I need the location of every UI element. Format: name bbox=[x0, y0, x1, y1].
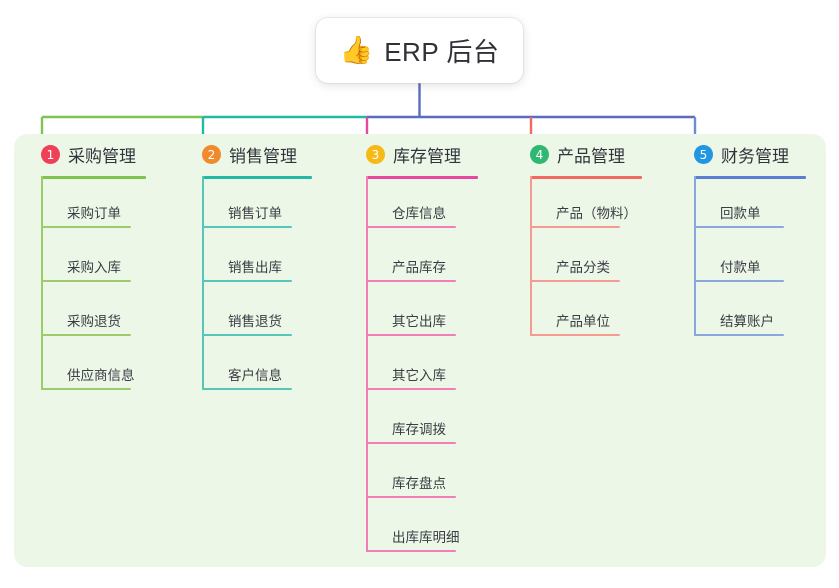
leaf-item[interactable]: 客户信息 bbox=[202, 358, 332, 390]
leaf-item[interactable]: 销售订单 bbox=[202, 196, 332, 228]
leaf-item[interactable]: 库存调拨 bbox=[366, 412, 496, 444]
branch-title-1: 采购管理 bbox=[68, 147, 136, 166]
leaf-item[interactable]: 销售退货 bbox=[202, 304, 332, 336]
leaf-underline bbox=[530, 334, 620, 336]
branch-trunk-5 bbox=[694, 176, 696, 336]
leaf-underline bbox=[694, 226, 784, 228]
branch-title-2: 销售管理 bbox=[229, 147, 297, 166]
branch-title-4: 产品管理 bbox=[557, 147, 625, 166]
branches-panel: 1 采购管理采购订单采购入库采购退货供应商信息 2 销售管理销售订单销售出库销售退货客… bbox=[14, 134, 826, 567]
leaf-label: 仓库信息 bbox=[392, 206, 446, 221]
branch-underline-4 bbox=[530, 176, 642, 179]
leaf-item[interactable]: 产品库存 bbox=[366, 250, 496, 282]
root-title: ERP 后台 bbox=[384, 37, 500, 67]
leaf-underline bbox=[366, 226, 456, 228]
leaf-underline bbox=[366, 550, 456, 552]
leaf-item[interactable]: 付款单 bbox=[694, 250, 824, 282]
leaf-label: 采购入库 bbox=[67, 260, 121, 275]
leaf-item[interactable]: 其它入库 bbox=[366, 358, 496, 390]
leaf-label: 库存盘点 bbox=[392, 476, 446, 491]
leaf-label: 客户信息 bbox=[228, 368, 282, 383]
leaf-item[interactable]: 产品分类 bbox=[530, 250, 660, 282]
leaf-label: 其它出库 bbox=[392, 314, 446, 329]
leaf-item[interactable]: 产品（物料） bbox=[530, 196, 660, 228]
leaf-label: 产品（物料） bbox=[556, 206, 637, 221]
leaf-item[interactable]: 产品单位 bbox=[530, 304, 660, 336]
leaf-underline bbox=[366, 442, 456, 444]
leaf-label: 产品分类 bbox=[556, 260, 610, 275]
leaf-underline bbox=[41, 334, 131, 336]
branch-title-5: 财务管理 bbox=[721, 147, 789, 166]
leaf-label: 销售出库 bbox=[228, 260, 282, 275]
leaf-underline bbox=[41, 226, 131, 228]
branch-badge-5: 5 bbox=[694, 145, 713, 164]
branch-header-4[interactable]: 4 产品管理 bbox=[530, 142, 625, 167]
branch-header-3[interactable]: 3 库存管理 bbox=[366, 142, 461, 167]
branch-header-5[interactable]: 5 财务管理 bbox=[694, 142, 789, 167]
leaf-item[interactable]: 供应商信息 bbox=[41, 358, 171, 390]
leaf-item[interactable]: 出库库明细 bbox=[366, 520, 496, 552]
leaf-underline bbox=[202, 280, 292, 282]
leaf-underline bbox=[366, 496, 456, 498]
branch-badge-2: 2 bbox=[202, 145, 221, 164]
leaf-underline bbox=[694, 334, 784, 336]
leaf-underline bbox=[530, 280, 620, 282]
leaf-label: 库存调拨 bbox=[392, 422, 446, 437]
branch-header-1[interactable]: 1 采购管理 bbox=[41, 142, 136, 167]
branch-header-2[interactable]: 2 销售管理 bbox=[202, 142, 297, 167]
leaf-underline bbox=[366, 334, 456, 336]
leaf-label: 付款单 bbox=[720, 260, 761, 275]
leaf-underline bbox=[41, 388, 131, 390]
leaf-item[interactable]: 回款单 bbox=[694, 196, 824, 228]
leaf-label: 供应商信息 bbox=[67, 368, 135, 383]
leaf-label: 销售退货 bbox=[228, 314, 282, 329]
branch-trunk-4 bbox=[530, 176, 532, 336]
leaf-label: 产品库存 bbox=[392, 260, 446, 275]
leaf-label: 采购退货 bbox=[67, 314, 121, 329]
leaf-label: 产品单位 bbox=[556, 314, 610, 329]
leaf-item[interactable]: 库存盘点 bbox=[366, 466, 496, 498]
leaf-underline bbox=[530, 226, 620, 228]
leaf-item[interactable]: 采购入库 bbox=[41, 250, 171, 282]
leaf-item[interactable]: 采购订单 bbox=[41, 196, 171, 228]
leaf-label: 回款单 bbox=[720, 206, 761, 221]
branch-trunk-2 bbox=[202, 176, 204, 390]
branch-trunk-3 bbox=[366, 176, 368, 552]
leaf-label: 销售订单 bbox=[228, 206, 282, 221]
leaf-item[interactable]: 仓库信息 bbox=[366, 196, 496, 228]
leaf-label: 其它入库 bbox=[392, 368, 446, 383]
leaf-underline bbox=[202, 388, 292, 390]
thumbs-up-icon: 👍 bbox=[339, 35, 374, 65]
branch-badge-3: 3 bbox=[366, 145, 385, 164]
branch-underline-2 bbox=[202, 176, 312, 179]
root-node[interactable]: 👍 ERP 后台 bbox=[316, 18, 523, 83]
leaf-underline bbox=[366, 280, 456, 282]
leaf-item[interactable]: 销售出库 bbox=[202, 250, 332, 282]
leaf-underline bbox=[366, 388, 456, 390]
leaf-item[interactable]: 结算账户 bbox=[694, 304, 824, 336]
leaf-item[interactable]: 其它出库 bbox=[366, 304, 496, 336]
leaf-label: 结算账户 bbox=[720, 314, 774, 329]
branch-underline-5 bbox=[694, 176, 806, 179]
branch-trunk-1 bbox=[41, 176, 43, 390]
leaf-underline bbox=[41, 280, 131, 282]
leaf-underline bbox=[202, 334, 292, 336]
branch-badge-1: 1 bbox=[41, 145, 60, 164]
branch-badge-4: 4 bbox=[530, 145, 549, 164]
leaf-underline bbox=[202, 226, 292, 228]
branch-underline-1 bbox=[41, 176, 146, 179]
branch-title-3: 库存管理 bbox=[393, 147, 461, 166]
leaf-label: 采购订单 bbox=[67, 206, 121, 221]
branch-underline-3 bbox=[366, 176, 478, 179]
leaf-item[interactable]: 采购退货 bbox=[41, 304, 171, 336]
leaf-underline bbox=[694, 280, 784, 282]
leaf-label: 出库库明细 bbox=[392, 530, 460, 545]
